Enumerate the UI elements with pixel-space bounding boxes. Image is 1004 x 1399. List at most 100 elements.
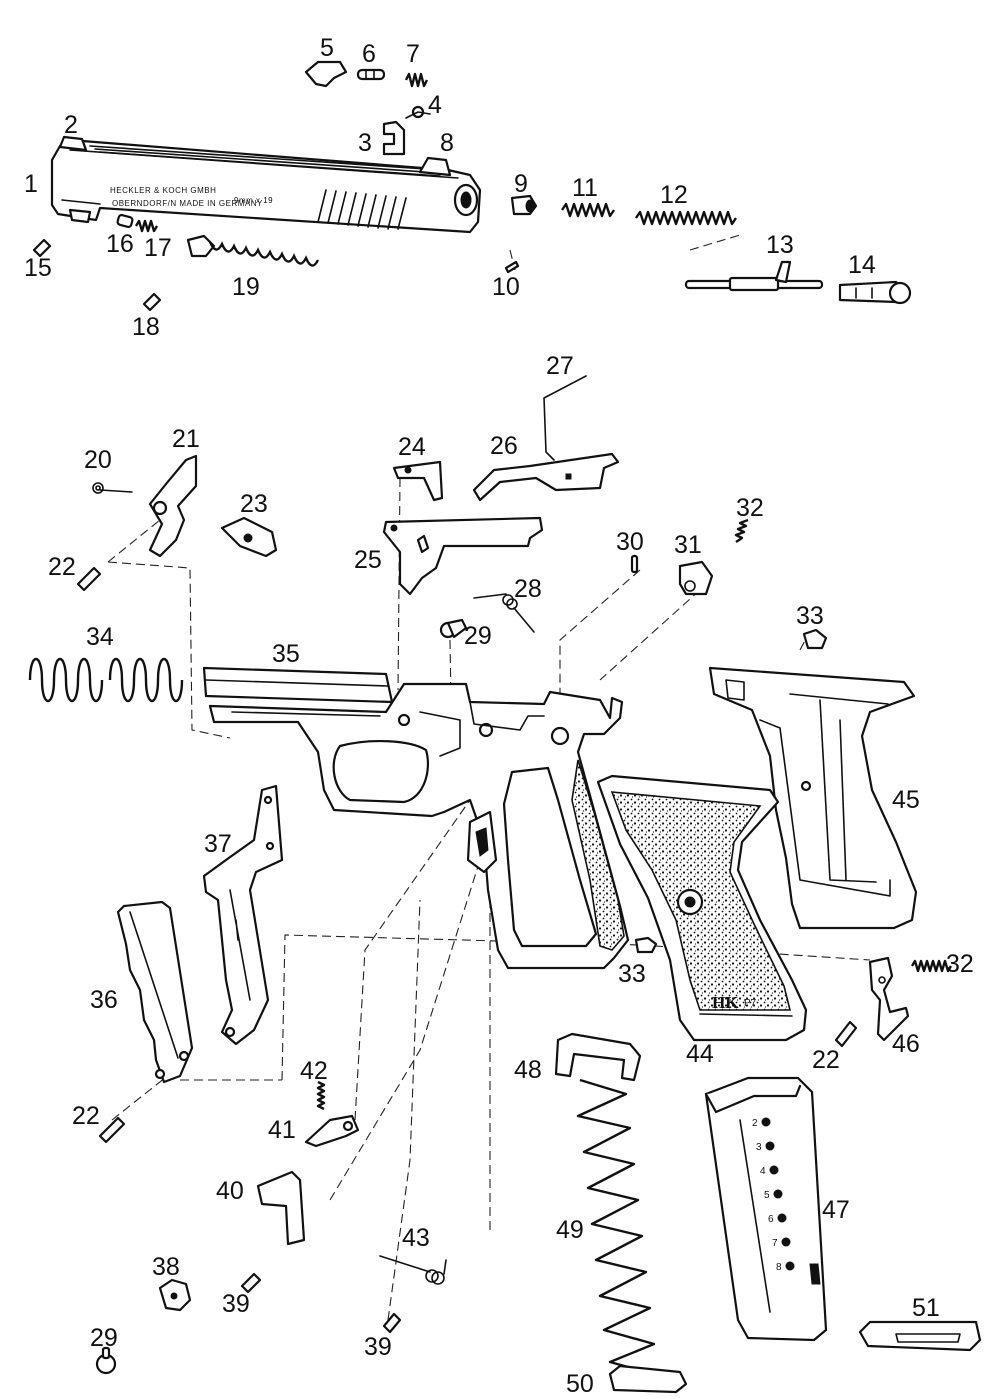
part-38 [158,1278,192,1312]
callout-10: 10 [492,273,520,301]
part-43-spring [379,1255,447,1285]
part-18 [142,292,162,312]
callout-17: 17 [144,234,172,262]
callout-39b: 39 [364,1333,392,1361]
callout-30: 30 [616,528,644,556]
callout-2: 2 [64,111,78,139]
part-40 [256,1170,306,1246]
part-15 [32,238,52,258]
part-36 [116,900,194,1084]
part-41 [304,1114,360,1148]
part-29-pin-b [95,1346,117,1375]
part-49-spring [576,1078,661,1378]
slide-part-1: HECKLER & KOCH GMBH OBERNDORF/N MADE IN … [50,135,482,234]
magazine-hole [765,1141,775,1151]
part-7-spring [404,72,429,88]
callout-39a: 39 [222,1290,250,1318]
part-27-wire [543,375,587,461]
magazine-round-number: 3 [756,1142,762,1153]
callout-32a: 32 [736,494,764,522]
part-22-pin-b [834,1020,858,1048]
callout-25: 25 [354,546,382,574]
callout-23: 23 [240,490,268,518]
magazine-hole [769,1165,779,1175]
part-50 [608,1364,688,1394]
callout-51: 51 [912,1294,940,1322]
part-35-frame [202,666,630,970]
callout-1: 1 [24,170,38,198]
part-24 [392,460,444,502]
callout-28: 28 [514,575,542,603]
callout-6: 6 [362,40,376,68]
part-4 [405,105,431,119]
magazine-hole [773,1189,783,1199]
callout-15: 15 [24,254,52,282]
callout-37: 37 [204,830,232,858]
part-51 [858,1320,982,1352]
callout-49: 49 [556,1216,584,1244]
callout-43: 43 [402,1224,430,1252]
part-46 [868,956,910,1042]
callout-16: 16 [106,230,134,258]
callout-22b: 22 [812,1046,840,1074]
magazine-round-number: 4 [760,1166,766,1177]
callout-7: 7 [406,40,420,68]
part-48-follower [554,1032,642,1082]
part-32-spring-a [734,518,749,543]
part-14 [838,280,912,305]
callout-36: 36 [90,986,118,1014]
slide-engraving-line1: HECKLER & KOCH GMBH [110,186,216,195]
grip-logo-mark: HK [712,993,739,1012]
part-22-pin-a [76,566,102,592]
part-5 [304,60,348,88]
part-10 [504,260,520,274]
part-32-spring-b [910,959,953,973]
part-19-spring [186,234,320,267]
part-22-pin-c [98,1116,126,1144]
callout-29b: 29 [90,1324,118,1352]
part-9 [510,194,538,216]
callout-32b: 32 [946,950,974,978]
callout-38: 38 [152,1253,180,1281]
callout-27: 27 [546,352,574,380]
part-26 [472,452,620,502]
part-23 [220,516,278,558]
callout-34: 34 [86,623,114,651]
callout-14: 14 [848,251,876,279]
part-33-b [634,936,658,954]
part-12-spring [635,210,737,226]
callout-22c: 22 [72,1102,100,1130]
callout-18: 18 [132,313,160,341]
callout-40: 40 [216,1177,244,1205]
part-20-spring [92,482,133,494]
part-29-pin-a [439,618,468,639]
part-30 [630,554,639,574]
magazine-hole [777,1213,787,1223]
callout-11: 11 [572,174,598,202]
slide-engraving-caliber: 9mm x 19 [234,196,273,205]
magazine-round-number: 5 [764,1190,770,1201]
part-37 [202,784,284,1046]
callout-5: 5 [320,34,334,62]
part-34-spring [28,658,184,702]
magazine-round-number: 6 [768,1214,774,1225]
callout-4: 4 [428,91,442,119]
magazine-hole [781,1237,791,1247]
callout-13: 13 [766,231,794,259]
part-17-spring [134,219,159,233]
part-13-rod [684,260,824,292]
part-25 [382,516,544,596]
callout-29a: 29 [464,622,492,650]
callout-9: 9 [514,170,528,198]
callout-35: 35 [272,640,300,668]
callout-8: 8 [440,129,454,157]
magazine-hole [761,1117,771,1127]
slide-engraving-line2: OBERNDORF/N MADE IN GERMANY [112,199,263,208]
callout-50: 50 [566,1370,594,1398]
part-21-trigger [148,454,198,558]
callout-46: 46 [892,1030,920,1058]
callout-21: 21 [172,425,200,453]
